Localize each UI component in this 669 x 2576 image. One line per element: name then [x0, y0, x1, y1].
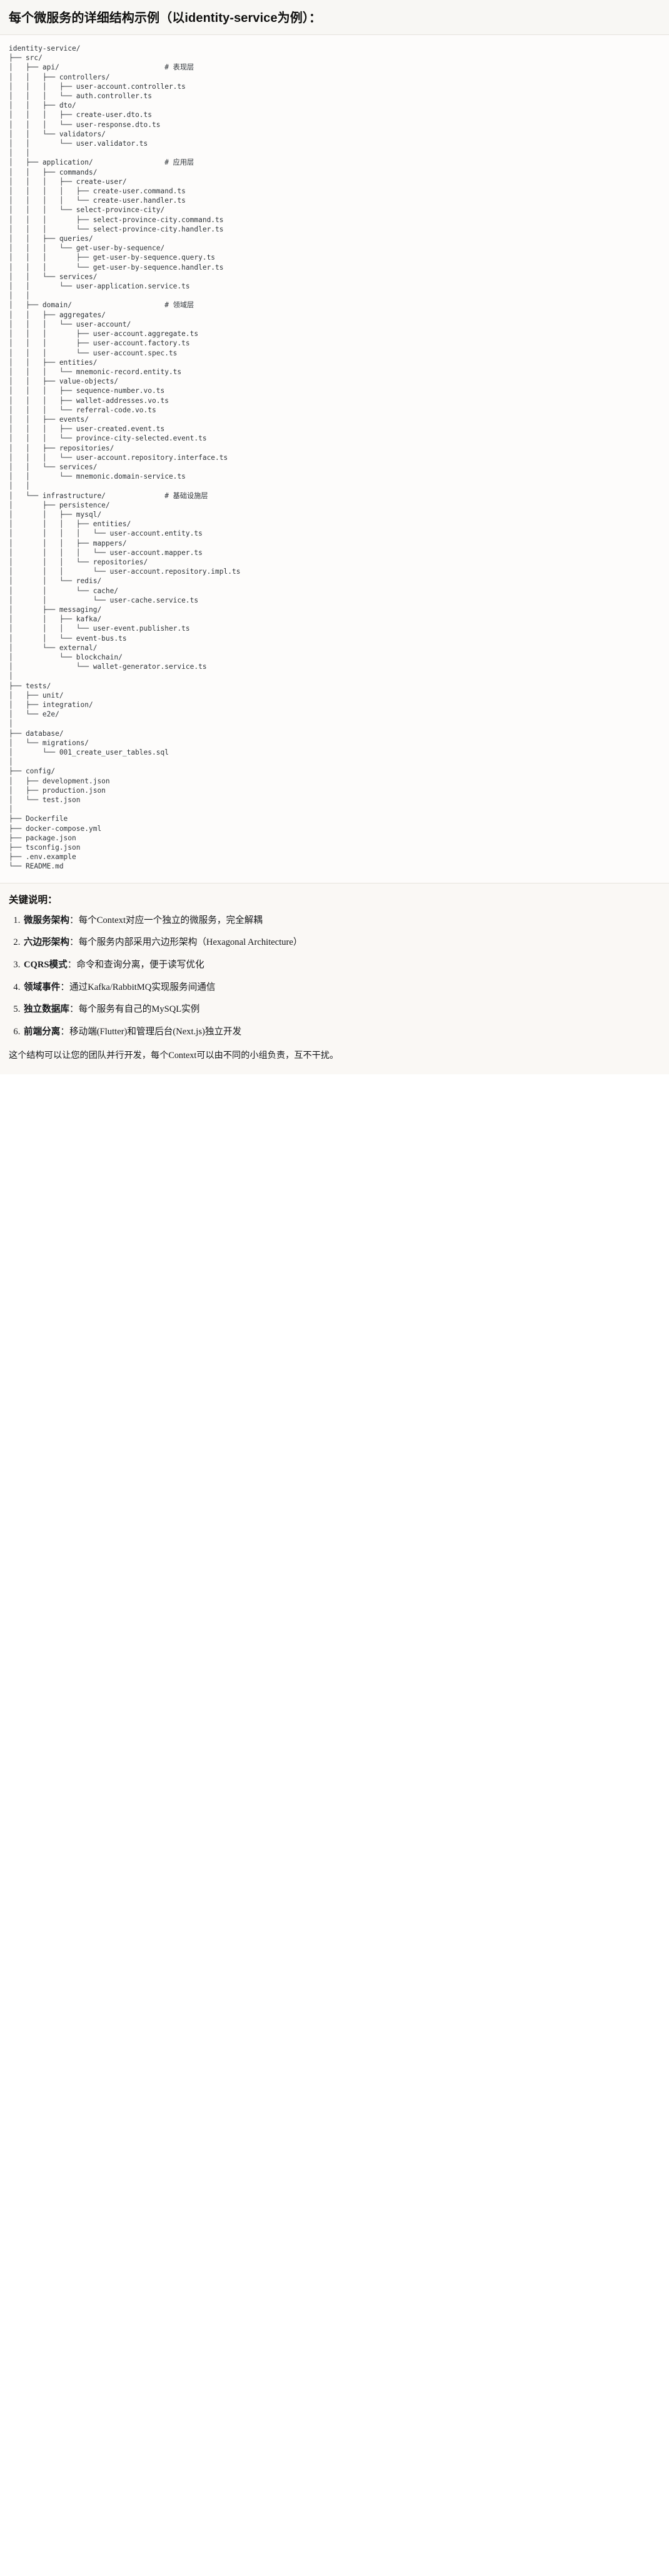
- list-item: 前端分离：移动端(Flutter)和管理后台(Next.js)独立开发: [23, 1025, 660, 1039]
- directory-tree-block: identity-service/ ├── src/ │ ├── api/ # …: [0, 35, 669, 883]
- key-term: 领域事件: [24, 982, 61, 992]
- list-item: 独立数据库：每个服务有自己的MySQL实例: [23, 1002, 660, 1017]
- page-title: 每个微服务的详细结构示例（以identity-service为例）：: [0, 0, 669, 35]
- key-separator: ：: [69, 915, 79, 925]
- key-separator: ：: [60, 1026, 69, 1037]
- key-separator: ：: [60, 982, 69, 992]
- key-description: 移动端(Flutter)和管理后台(Next.js)独立开发: [69, 1026, 242, 1037]
- key-term: 微服务架构: [24, 915, 69, 925]
- key-term: CQRS模式: [24, 959, 68, 970]
- key-term: 前端分离: [24, 1026, 61, 1037]
- key-separator: ：: [67, 959, 77, 970]
- key-description: 每个服务内部采用六边形架构（Hexagonal Architecture）: [78, 937, 303, 948]
- key-points-title: 关键说明：: [9, 894, 58, 905]
- key-separator: ：: [69, 937, 79, 948]
- list-item: CQRS模式：命令和查询分离，便于读写优化: [23, 958, 660, 972]
- directory-tree: identity-service/ ├── src/ │ ├── api/ # …: [9, 44, 241, 871]
- key-description: 命令和查询分离，便于读写优化: [76, 959, 204, 970]
- list-item: 领域事件：通过Kafka/RabbitMQ实现服务间通信: [23, 980, 660, 995]
- list-item: 微服务架构：每个Context对应一个独立的微服务，完全解耦: [23, 914, 660, 928]
- key-term: 独立数据库: [24, 1004, 69, 1015]
- key-description: 每个Context对应一个独立的微服务，完全解耦: [78, 915, 263, 925]
- key-separator: ：: [69, 1004, 79, 1015]
- closing-paragraph: 这个结构可以让您的团队并行开发，每个Context可以由不同的小组负责，互不干扰…: [9, 1051, 339, 1061]
- key-description: 通过Kafka/RabbitMQ实现服务间通信: [69, 982, 216, 992]
- key-points-section: 关键说明： 微服务架构：每个Context对应一个独立的微服务，完全解耦 六边形…: [0, 883, 669, 1075]
- key-description: 每个服务有自己的MySQL实例: [78, 1004, 200, 1015]
- key-points-list: 微服务架构：每个Context对应一个独立的微服务，完全解耦 六边形架构：每个服…: [9, 914, 660, 1039]
- list-item: 六边形架构：每个服务内部采用六边形架构（Hexagonal Architectu…: [23, 935, 660, 950]
- document-page: 每个微服务的详细结构示例（以identity-service为例）： ident…: [0, 0, 669, 1075]
- key-term: 六边形架构: [24, 937, 69, 948]
